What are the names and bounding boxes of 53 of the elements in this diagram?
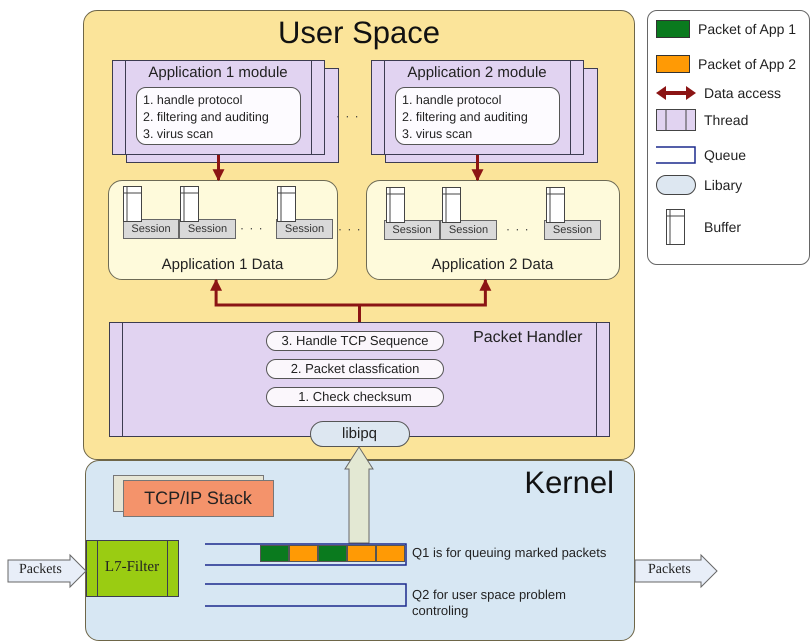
ellipsis: · · · [506, 222, 530, 236]
step-pill: 1. Check checksum [266, 387, 444, 407]
ellipsis: · · · [336, 109, 360, 123]
session-box: Session [544, 220, 601, 240]
task-item: 2. filtering and auditing [143, 109, 270, 126]
library-pill: libipq [310, 420, 410, 446]
user-space-panel [83, 10, 635, 460]
session-box: Session [179, 219, 236, 239]
task-item: 3. virus scan [402, 126, 474, 143]
session-box: Session [440, 220, 497, 240]
queue-shape [204, 542, 406, 566]
session-box: Session [123, 219, 179, 239]
session-box: Session [276, 219, 333, 239]
arrow [472, 155, 484, 182]
step-pill: 3. Handle TCP Sequence [266, 331, 444, 351]
legend-label: Data access [704, 85, 782, 101]
legend-label: Packet of App 2 [698, 56, 796, 72]
task-list-box [395, 87, 560, 145]
arrow [212, 155, 224, 182]
task-list-box [136, 87, 301, 145]
kernel-panel [85, 460, 635, 641]
app-data-box [366, 180, 620, 280]
session-box: Session [384, 220, 440, 240]
legend-label: Libary [704, 177, 742, 193]
queue-shape [204, 582, 406, 606]
app-data-box [108, 180, 338, 280]
legend-label: Packet of App 1 [698, 21, 796, 37]
thread-title: L7-Filter [104, 558, 160, 576]
queue-note: Q2 for user space problem controling [412, 587, 567, 619]
legend-label: Buffer [704, 219, 742, 235]
ellipsis: · · · [240, 221, 264, 235]
task-item: 2. filtering and auditing [402, 109, 529, 126]
module-thread-box [370, 60, 584, 154]
filter-thread-box [86, 540, 178, 596]
legend-label: Thread [704, 112, 748, 128]
panel-title: User Space [277, 15, 441, 51]
arrow [358, 278, 492, 322]
task-item: 1. handle protocol [143, 92, 244, 109]
legend-label: Queue [704, 147, 746, 163]
panel-title: Kernel [524, 465, 614, 501]
module-thread-box [112, 60, 324, 154]
task-item: 1. handle protocol [402, 92, 502, 109]
data-title: Application 2 Data [430, 256, 554, 272]
queue-note: Q1 is for queuing marked packets [412, 545, 608, 561]
thread-title: Application 1 module [147, 64, 289, 80]
block-arrow [344, 446, 374, 544]
task-item: 3. virus scan [143, 126, 214, 143]
step-pill: 2. Packet classfication [266, 359, 444, 379]
thread-title: Packet Handler [473, 328, 582, 346]
protocol-stack-box: TCP/IP Stack [122, 480, 274, 516]
ellipsis: · · · [338, 222, 362, 236]
data-title: Application 1 Data [160, 256, 284, 272]
thread-title: Application 2 module [406, 64, 548, 80]
